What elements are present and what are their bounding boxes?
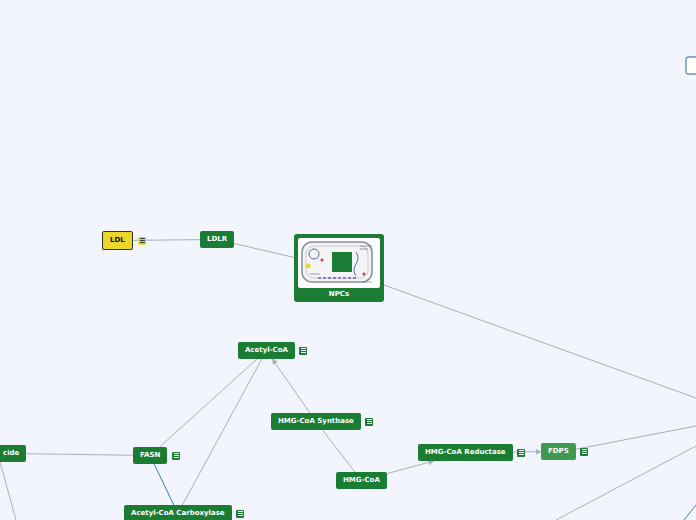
note-icon [580,448,588,456]
note-line [140,238,145,239]
note-line [367,423,372,424]
note-icon [172,452,180,460]
topic-box: cide [0,445,26,462]
note-line [301,348,306,349]
note-line [519,450,524,451]
connector [182,359,261,505]
note-line [301,352,306,353]
branch-line [684,505,696,520]
note-line [238,511,243,512]
image-node: NPCs [294,234,384,302]
note-line [238,515,243,516]
branch-line [572,426,696,450]
topic-box: HMG-CoA Synthase [271,413,361,430]
branch-line [0,462,16,520]
connector [387,461,434,474]
branch-line [384,285,696,398]
note-icon [517,449,525,457]
node-label: LDLR [207,235,227,243]
branch-line [556,446,696,520]
note-icon [299,347,307,355]
node-label: HMG-CoA [343,476,380,484]
connector [154,464,174,505]
connector [160,359,257,447]
note-icon [236,510,244,518]
topic-box: HMG-CoA [336,472,387,489]
node-label: NPCs [294,290,384,299]
node-label: FASN [140,451,160,459]
note-line [174,453,179,454]
note-line [582,449,587,450]
note-icon [365,418,373,426]
note-line [238,513,243,514]
note-line [174,457,179,458]
connector [272,359,310,413]
topic-box: LDL [102,231,133,250]
cell-illustration [298,238,380,288]
connector [133,239,200,241]
note-line [140,242,145,243]
connector [322,430,354,472]
node-label: Acetyl-CoA Carboxylase [131,509,225,517]
node-label: LDL [110,236,125,244]
note-line [519,454,524,455]
note-line [140,240,145,241]
note-icon [138,237,146,245]
topic-box: Acetyl-CoA [238,342,295,359]
node-label: HMG-CoA Synthase [278,417,354,425]
note-line [582,451,587,452]
node-label: cide [3,449,19,457]
node-label: HMG-CoA Reductase [425,448,506,456]
node-label: Acetyl-CoA [245,346,288,354]
note-line [519,452,524,453]
note-line [301,350,306,351]
topic-box: LDLR [200,231,234,248]
note-line [367,419,372,420]
partial-box [686,57,696,74]
connector [26,454,133,456]
node-label: FDPS [548,447,569,455]
topic-box: FDPS [541,443,576,460]
note-line [174,455,179,456]
topic-box: FASN [133,447,167,464]
note-line [367,421,372,422]
note-line [582,453,587,454]
topic-box: HMG-CoA Reductase [418,444,513,461]
topic-box: Acetyl-CoA Carboxylase [124,505,232,520]
connector [234,243,294,257]
